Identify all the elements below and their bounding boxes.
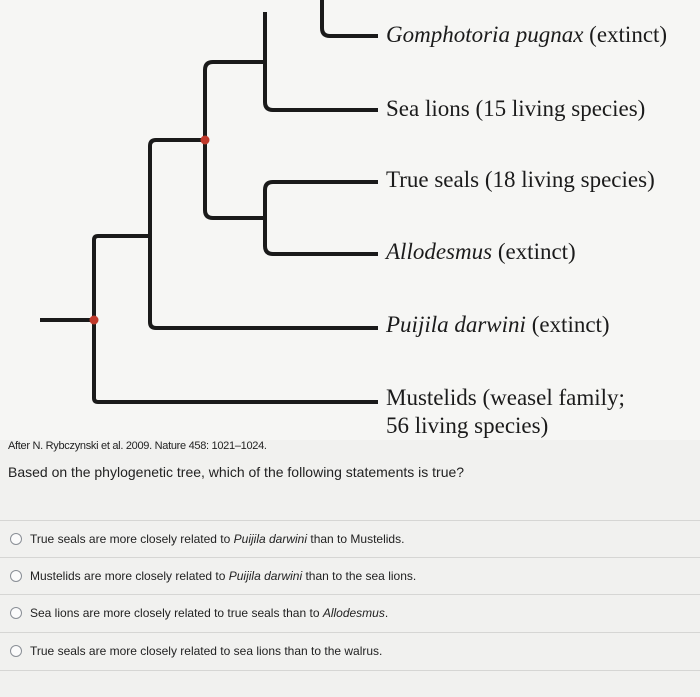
taxon-mustelids: Mustelids (weasel family; — [386, 385, 625, 410]
answer-option-4[interactable]: True seals are more closely related to s… — [10, 636, 670, 666]
answer-option-label: True seals are more closely related to s… — [30, 644, 383, 658]
root-node-branch — [92, 234, 378, 404]
radio-button[interactable] — [10, 645, 22, 657]
divider — [0, 632, 700, 633]
divider — [0, 520, 700, 521]
radio-button[interactable] — [10, 570, 22, 582]
tree-branches — [40, 0, 378, 404]
answer-option-label: True seals are more closely related to P… — [30, 532, 405, 546]
puijila-node-branch — [148, 138, 378, 330]
answer-option-1[interactable]: True seals are more closely related to P… — [10, 524, 670, 554]
radio-button[interactable] — [10, 607, 22, 619]
crown-node-branch — [203, 60, 267, 220]
taxon-puijila: Puijila darwini (extinct) — [386, 312, 610, 337]
root-node-marker — [89, 315, 99, 325]
answer-option-2[interactable]: Mustelids are more closely related to Pu… — [10, 561, 670, 591]
gomphotaria-branch — [320, 0, 378, 38]
crown-node-marker — [200, 135, 210, 145]
taxon-gomphotaria: Gomphotoria pugnax (extinct) — [386, 22, 668, 47]
question-prompt: Based on the phylogenetic tree, which of… — [8, 464, 465, 480]
taxon-allodesmus: Allodesmus (extinct) — [386, 239, 576, 264]
phylogenetic-tree-figure: Gomphotoria pugnax (extinct) Sea lions (… — [40, 0, 668, 438]
taxon-sea-lions: Sea lions (15 living species) — [386, 96, 646, 121]
answer-option-label: Sea lions are more closely related to tr… — [30, 606, 389, 620]
radio-button[interactable] — [10, 533, 22, 545]
taxon-true-seals: True seals (18 living species) — [386, 167, 655, 192]
divider — [0, 557, 700, 558]
otarioid-node-branch — [263, 12, 378, 112]
divider — [0, 670, 700, 671]
answer-option-label: Mustelids are more closely related to Pu… — [30, 569, 417, 583]
phocid-node-branch — [263, 180, 378, 256]
divider — [0, 594, 700, 595]
figure-citation: After N. Rybczynski et al. 2009. Nature … — [8, 440, 267, 452]
taxon-mustelids-line2: 56 living species) — [386, 413, 549, 438]
answer-option-3[interactable]: Sea lions are more closely related to tr… — [10, 598, 670, 628]
